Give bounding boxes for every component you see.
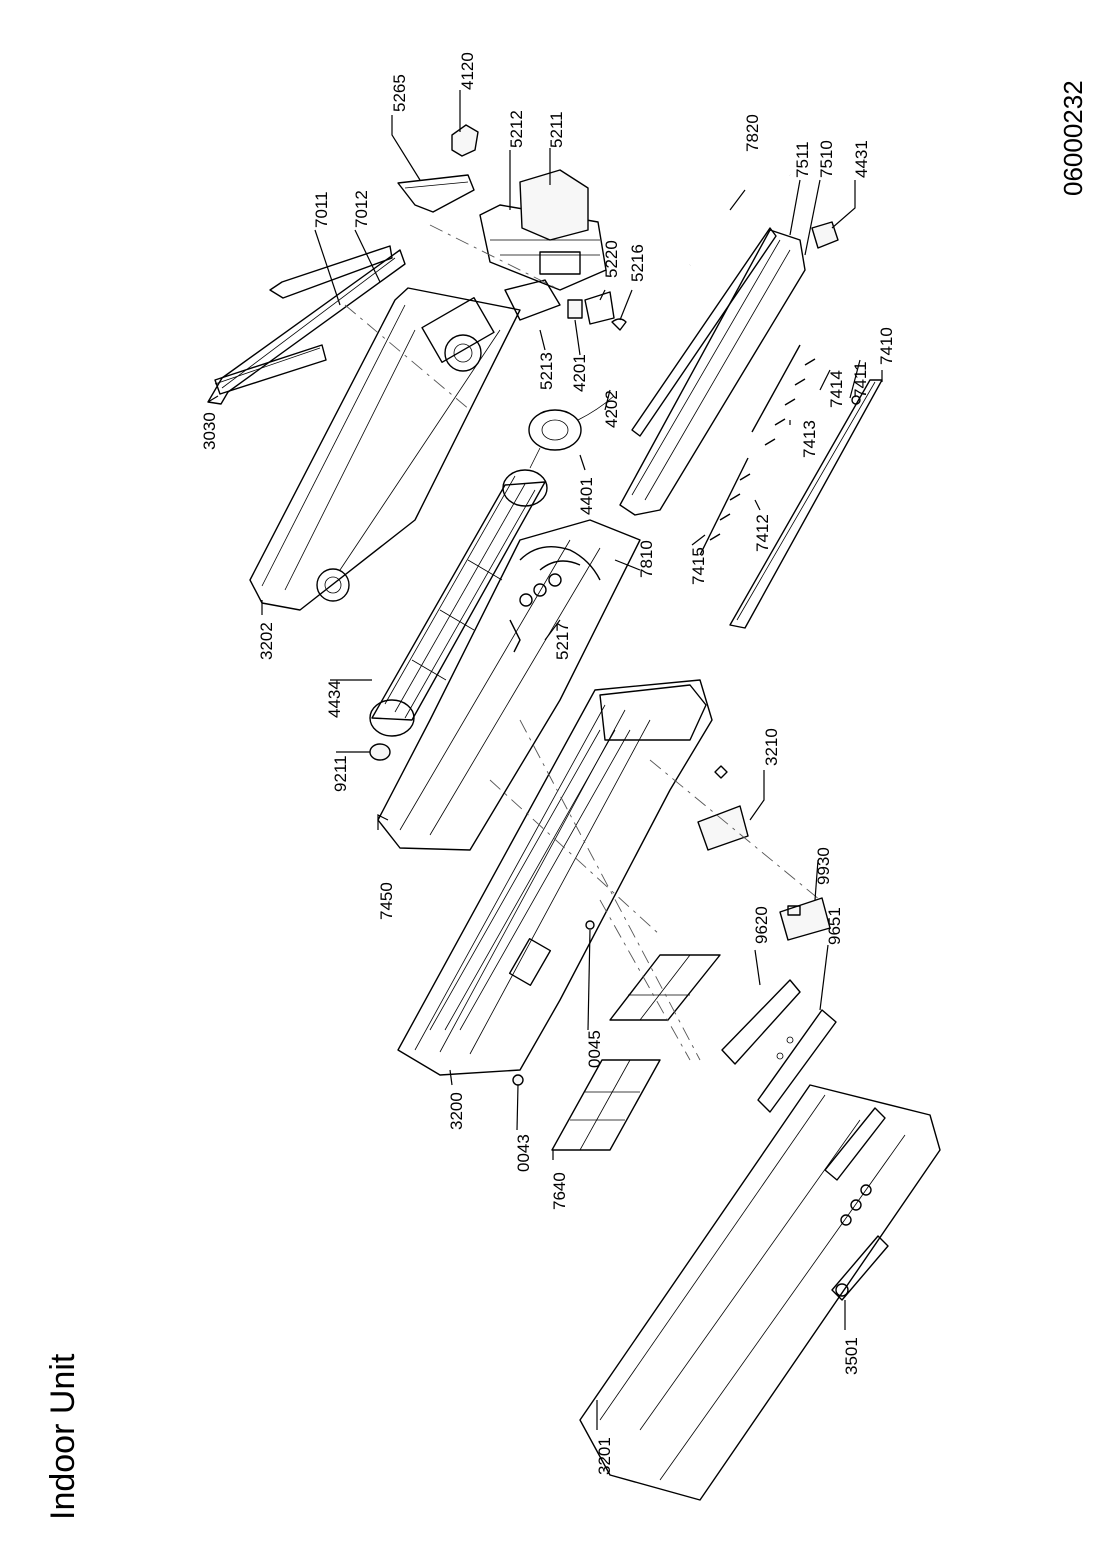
- part-label-5216: 5216: [628, 244, 647, 282]
- drain-hose-drawing: [687, 165, 793, 267]
- control-label-drawing: [831, 1235, 889, 1301]
- part-label-3201: 3201: [595, 1437, 614, 1475]
- louvre-links-drawing: [699, 344, 816, 556]
- leader-lines: [207, 90, 883, 1430]
- part-label-5265: 5265: [390, 74, 409, 112]
- electrical-box-cover-drawing: [697, 765, 749, 851]
- part-label-7413: 7413: [800, 420, 819, 458]
- front-panel-drawing: [579, 1084, 941, 1501]
- part-label-5220: 5220: [602, 240, 621, 278]
- diagram-title: Indoor Unit: [44, 1353, 82, 1520]
- part-label-7510: 7510: [817, 140, 836, 178]
- drain-tray-drawing: [619, 227, 806, 516]
- part-label-9930: 9930: [814, 847, 833, 885]
- part-label-0045: 0045: [585, 1030, 604, 1068]
- part-label-3501: 3501: [842, 1337, 861, 1375]
- part-label-3210: 3210: [762, 728, 781, 766]
- front-casing-drawing: [397, 679, 713, 1076]
- assembly-axes: [344, 224, 821, 1061]
- part-label-4202: 4202: [602, 390, 621, 428]
- part-label-7415: 7415: [689, 547, 708, 585]
- part-label-4120: 4120: [458, 52, 477, 90]
- circuit-boards-drawing: [721, 979, 837, 1113]
- part-label-4401: 4401: [577, 477, 596, 515]
- pcb-parts-drawing: [504, 279, 627, 331]
- evaporator-drawing: [377, 519, 641, 851]
- part-label-3202: 3202: [257, 622, 276, 660]
- part-label-4431: 4431: [852, 140, 871, 178]
- part-label-4434: 4434: [325, 680, 344, 718]
- part-label-5212: 5212: [507, 110, 526, 148]
- fan-motor-drawing: [528, 395, 615, 469]
- part-label-7640: 7640: [550, 1172, 569, 1210]
- part-label-3030: 3030: [200, 412, 219, 450]
- part-label-5213: 5213: [537, 352, 556, 390]
- part-label-7810: 7810: [637, 540, 656, 578]
- swing-motor-drawing: [811, 221, 839, 249]
- rear-chassis-drawing: [249, 287, 521, 611]
- part-label-7410: 7410: [877, 327, 896, 365]
- transformer-drawing: [451, 124, 479, 157]
- part-label-9620: 9620: [752, 906, 771, 944]
- part-label-7511: 7511: [793, 141, 812, 178]
- display-board-drawing: [779, 897, 831, 941]
- control-box-cover-drawing: [397, 174, 475, 213]
- part-label-7011: 7011: [312, 191, 331, 228]
- louvre-blade-drawing: [729, 379, 883, 629]
- part-label-7450: 7450: [377, 882, 396, 920]
- part-label-9211: 9211: [331, 755, 350, 792]
- air-filters-drawing: [551, 954, 721, 1151]
- control-box-drawing: [479, 169, 607, 291]
- part-labels: 5265 4120 5212 5211 7820 7511 7510 4431 …: [200, 52, 896, 1475]
- fan-bearing-drawing: [369, 743, 391, 761]
- part-label-7414: 7414: [827, 370, 846, 408]
- part-label-7820: 7820: [743, 114, 762, 152]
- part-label-9651: 9651: [825, 907, 844, 945]
- part-label-3200: 3200: [447, 1092, 466, 1130]
- document-code: 06000232: [1058, 80, 1088, 196]
- part-label-4201: 4201: [570, 354, 589, 392]
- part-label-5217: 5217: [553, 622, 572, 660]
- part-label-7412: 7412: [753, 514, 772, 552]
- part-label-0043: 0043: [514, 1134, 533, 1172]
- part-label-7411: 7411: [851, 361, 870, 398]
- cross-flow-fan-drawing: [369, 469, 548, 737]
- part-label-5211: 5211: [547, 111, 566, 148]
- mounting-plate-drawing: [207, 245, 406, 405]
- part-label-7012: 7012: [352, 190, 371, 228]
- screws-drawing: [512, 920, 595, 1086]
